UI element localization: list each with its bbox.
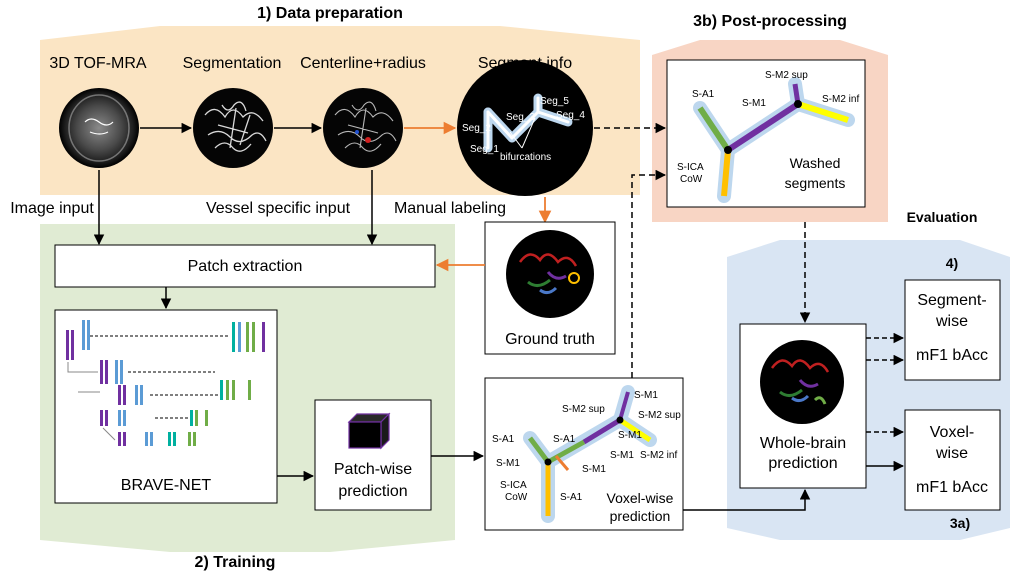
post-ica2: CoW	[680, 174, 703, 185]
patchwise-prediction-box: Patch-wise prediction	[314, 399, 432, 511]
vessel-input-label: Vessel specific input	[206, 200, 351, 217]
training-title: 2) Training	[195, 554, 276, 571]
vx-m1-low: S-M1	[610, 450, 634, 461]
patch-cube-icon	[347, 412, 391, 450]
seg5-label: Seg_5	[540, 96, 569, 107]
post-ica1: S-ICA	[677, 162, 704, 173]
arrow-voxel-to-post	[631, 169, 667, 378]
post-a1: S-A1	[692, 89, 715, 100]
voxel-wise-metrics: mF1 bAcc	[916, 479, 988, 496]
segment-info-image: Seg_1 Seg_2 Seg_3 Seg_4 Seg_5 bifurcatio…	[457, 60, 593, 196]
segmentation-title: Segmentation	[183, 55, 282, 72]
segment-wise-box: Segment- wise mF1 bAcc	[904, 279, 1001, 381]
segmentation-image	[193, 88, 273, 168]
vx-m2inf: S-M2 inf	[640, 450, 677, 461]
wholebrain-prediction-box: Whole-brain prediction	[739, 323, 867, 489]
vx-m1-left: S-M1	[496, 458, 520, 469]
vx-ica1: S-ICA	[500, 480, 527, 491]
bifurcations-label: bifurcations	[500, 152, 551, 163]
centerline-title: Centerline+radius	[300, 55, 426, 72]
patchwise-label-1: Patch-wise	[334, 461, 412, 478]
vx-a1-b: S-A1	[553, 434, 576, 445]
seg3-label: Seg_3	[506, 112, 535, 123]
post-m2inf: S-M2 inf	[822, 94, 859, 105]
voxelwise-label-2: prediction	[610, 508, 671, 524]
patch-extraction-label: Patch extraction	[188, 258, 303, 275]
postproc-title: 3b) Post-processing	[693, 13, 847, 30]
tof-mra-title: 3D TOF-MRA	[49, 55, 147, 72]
voxelwise-label-1: Voxel-wise	[607, 490, 674, 506]
voxel-wise-label-2: wise	[935, 445, 968, 462]
seg1-label: Seg_1	[470, 144, 499, 155]
post-m2sup: S-M2 sup	[765, 70, 808, 81]
seg2-label: Seg_2	[462, 123, 491, 134]
image-input-label: Image input	[10, 200, 94, 217]
segment-wise-label-2: wise	[935, 313, 968, 330]
ground-truth-label: Ground truth	[505, 331, 595, 348]
seg4-label: Seg_4	[556, 110, 585, 121]
vx-m1-right: S-M1	[582, 464, 606, 475]
patchwise-label-2: prediction	[338, 483, 407, 500]
tof-mra-image	[59, 88, 139, 168]
washed-segments-box: S-M2 sup S-A1 S-M1 S-M2 inf S-ICA CoW Wa…	[666, 59, 866, 208]
evaluation-title: Evaluation	[907, 209, 978, 225]
vx-a1-a: S-A1	[492, 434, 515, 445]
vx-m1-mid: S-M1	[618, 430, 642, 441]
washed-label-1: Washed	[790, 155, 841, 171]
ground-truth-box: Ground truth	[484, 221, 616, 355]
wholebrain-label-2: prediction	[768, 455, 837, 472]
washed-label-2: segments	[785, 175, 846, 191]
wholebrain-label-1: Whole-brain	[760, 435, 846, 452]
vx-m2sup-left: S-M2 sup	[562, 404, 605, 415]
segment-wise-metrics: mF1 bAcc	[916, 347, 988, 364]
vx-a1-bottom: S-A1	[560, 492, 583, 503]
bravenet-box: BRAVE-NET	[54, 309, 278, 504]
vx-m1-top: S-M1	[634, 390, 658, 401]
patch-extraction-box: Patch extraction	[54, 244, 436, 288]
manual-labeling-label: Manual labeling	[394, 200, 506, 217]
arrow-voxel-to-wholebrain	[683, 488, 811, 511]
evaluation-step-3a: 3a)	[950, 515, 970, 531]
voxel-wise-box: Voxel- wise mF1 bAcc	[904, 409, 1001, 511]
bravenet-architecture-figure	[66, 320, 265, 446]
bravenet-label: BRAVE-NET	[121, 477, 212, 494]
voxelwise-prediction-box: S-M1 S-M2 sup S-M2 sup S-A1 S-A1 S-M1 S-…	[484, 377, 684, 531]
voxel-wise-label-1: Voxel-	[930, 424, 974, 441]
post-m1: S-M1	[742, 98, 766, 109]
data-prep-title: 1) Data preparation	[257, 5, 403, 22]
vx-m2sup-right: S-M2 sup	[638, 410, 681, 421]
vx-ica2: CoW	[505, 492, 528, 503]
centerline-image	[323, 88, 403, 168]
evaluation-step-4: 4)	[946, 255, 958, 271]
segment-wise-label-1: Segment-	[917, 292, 986, 309]
